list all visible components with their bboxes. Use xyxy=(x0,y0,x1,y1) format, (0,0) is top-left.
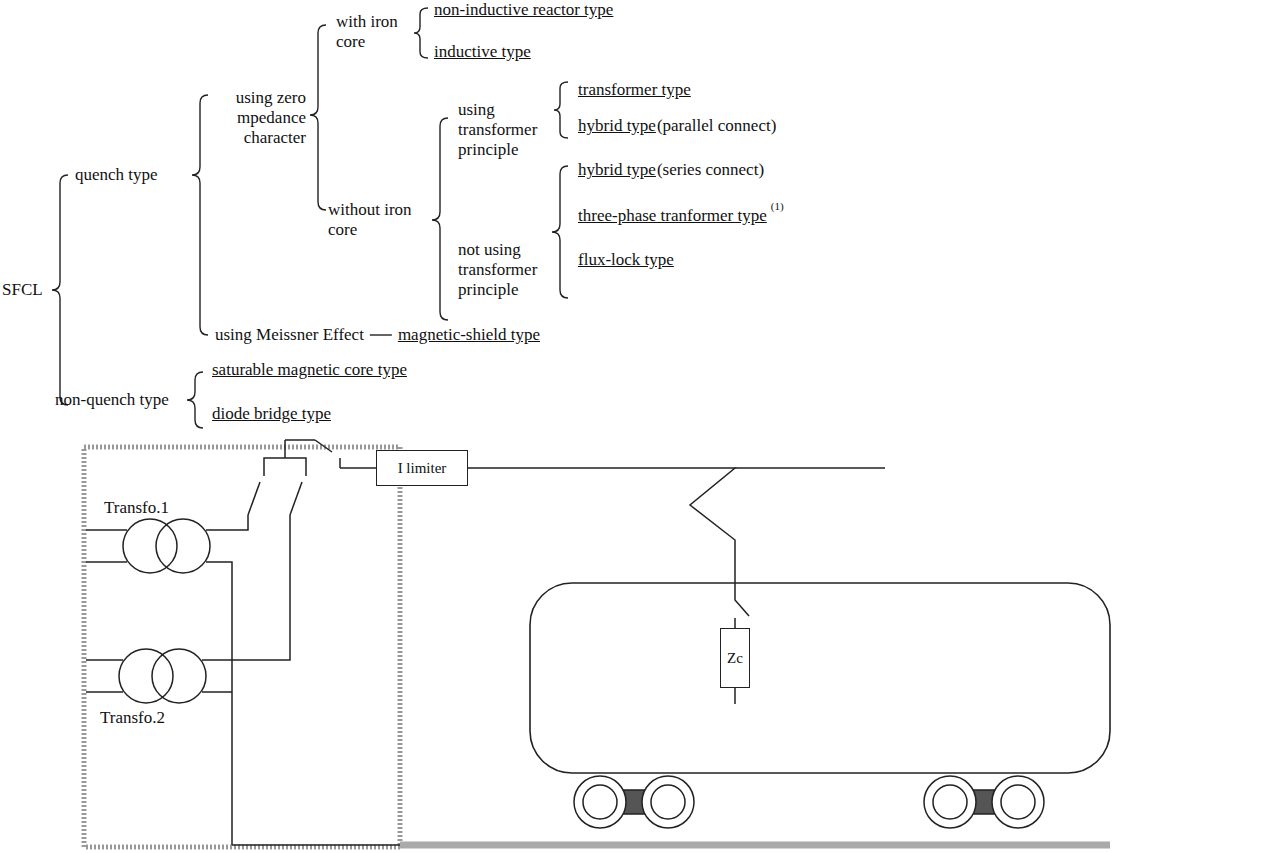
transformer-label: Transfo.1 xyxy=(104,498,169,518)
braces xyxy=(52,8,568,428)
type-label: hybrid type xyxy=(578,116,656,136)
type-label: hybrid type xyxy=(578,160,656,180)
branch-label: not using transformer principle xyxy=(458,240,553,300)
branch-label: with iron core xyxy=(336,12,414,52)
wire-connector xyxy=(468,468,749,628)
dash-line xyxy=(370,334,392,335)
impedance-box: Zc xyxy=(720,628,750,688)
callout-number: (1) xyxy=(771,200,784,213)
type-label: non-inductive reactor type xyxy=(434,0,613,20)
transformer-label: Transfo.2 xyxy=(100,708,165,728)
rail xyxy=(400,842,1110,849)
type-label: saturable magnetic core type xyxy=(212,360,407,380)
type-label: flux-lock type xyxy=(578,250,674,270)
note-label: (parallel connect) xyxy=(657,116,776,136)
category-label: quench type xyxy=(75,165,158,185)
branch-label: using transformer principle xyxy=(458,100,553,160)
node-text: Zc xyxy=(727,649,743,667)
type-label: magnetic-shield type xyxy=(398,325,540,345)
wheels xyxy=(574,776,1044,828)
substation-wiring xyxy=(86,440,400,845)
catenary-wire xyxy=(735,467,885,469)
category-label: non-quench type xyxy=(55,390,169,410)
branch-label: using Meissner Effect xyxy=(215,325,364,345)
substation-boundary xyxy=(84,447,400,847)
note-label: (series connect) xyxy=(657,160,764,180)
branch-label: using zero mpedance character xyxy=(218,88,306,148)
branch-label: without iron core xyxy=(328,200,428,240)
root-label: SFCL xyxy=(2,280,43,300)
type-label: three-phase tranformer type xyxy=(578,206,767,226)
return-wire xyxy=(734,688,736,704)
type-label: diode bridge type xyxy=(212,404,331,424)
node-text: I limiter xyxy=(398,459,447,477)
type-label: transformer type xyxy=(578,80,691,100)
type-label: inductive type xyxy=(434,42,531,62)
train-body xyxy=(530,583,1110,773)
current-limiter-box: I limiter xyxy=(376,450,468,486)
